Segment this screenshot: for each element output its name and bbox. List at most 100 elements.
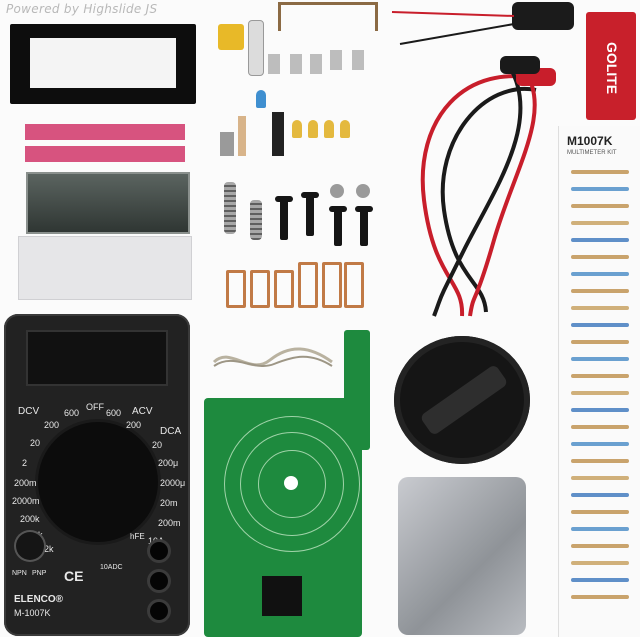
- parts-sheet-resistor: [571, 306, 629, 310]
- parts-sheet-resistor: [571, 442, 629, 446]
- parts-sheet-resistor: [571, 221, 629, 225]
- parts-sheet-resistor: [571, 391, 629, 395]
- range-left-1: 600: [64, 408, 80, 418]
- battery-brand: GOLITE: [604, 42, 620, 95]
- range-left-9: 2k: [44, 544, 54, 554]
- label-10adc: 10ADC: [100, 564, 123, 571]
- brand-label: ELENCO®: [14, 594, 64, 605]
- resistor-vertical: [238, 116, 246, 156]
- circuit-board: [204, 330, 370, 637]
- capacitor-yellow-1: [292, 120, 302, 138]
- parts-sheet-resistor: [571, 493, 629, 497]
- pcb-track-ring-1: [224, 416, 360, 552]
- parts-sheet-resistor: [571, 510, 629, 514]
- diode-part: [220, 132, 234, 156]
- parts-sheet-resistor: [571, 561, 629, 565]
- range-left-7: 200k: [20, 514, 40, 524]
- fuse-clip-3: [310, 54, 322, 74]
- parts-sheet-resistor: [571, 340, 629, 344]
- parts-list-sheet: M1007K MULTIMETER KIT: [558, 126, 640, 637]
- multimeter-case: DCV OFF ACV DCA 600 200 20 2 200m 2000m …: [4, 314, 190, 636]
- pcb-track-ring-2: [240, 432, 344, 536]
- jack-10a: [150, 542, 168, 560]
- brass-contact-1: [226, 270, 246, 308]
- capacitor-blue: [256, 90, 266, 108]
- parts-sheet-resistor: [571, 578, 629, 582]
- parts-sheet-subtitle: MULTIMETER KIT: [567, 150, 617, 156]
- parts-sheet-resistor: [571, 238, 629, 242]
- label-dca: DCA: [160, 426, 182, 437]
- range-right-2: 200: [126, 420, 142, 430]
- spring-2: [250, 200, 262, 240]
- ball-bearing-1: [330, 184, 344, 198]
- knob-grip: [419, 363, 509, 437]
- selector-knob: [394, 336, 530, 464]
- range-right-8: 10A: [148, 536, 165, 546]
- screw-2: [301, 192, 319, 236]
- spring-1: [224, 182, 236, 234]
- range-right-4: 200μ: [158, 458, 179, 468]
- brass-contact-3: [274, 270, 294, 308]
- wire-coil: [212, 347, 333, 367]
- parts-sheet-resistor: [571, 255, 629, 259]
- range-left-6: 2000m: [12, 496, 40, 506]
- parts-sheet-resistor: [571, 476, 629, 480]
- pcb-track-ring-3: [258, 450, 326, 518]
- brass-contact-5: [322, 262, 342, 308]
- range-right-7: 200m: [158, 518, 181, 528]
- rotary-selector: [38, 422, 158, 542]
- capacitor-yellow-3: [324, 120, 334, 138]
- glass-fuse: [248, 20, 264, 76]
- lcd-glass: [26, 172, 190, 234]
- ball-bearing-2: [356, 184, 370, 198]
- parts-sheet-resistor: [571, 459, 629, 463]
- range-left-5: 200m: [14, 478, 37, 488]
- lcd-bezel-opening: [30, 38, 176, 88]
- lcd-bezel: [10, 24, 196, 104]
- label-pnp: PNP: [32, 570, 47, 577]
- transistor-socket: [16, 532, 44, 560]
- capacitor-yellow-2: [308, 120, 318, 138]
- parts-sheet-resistor: [571, 374, 629, 378]
- parts-sheet-title: M1007K: [567, 134, 613, 148]
- meter-display-window: [26, 330, 168, 386]
- pcb-center-hole: [284, 476, 298, 490]
- range-left-2: 200: [44, 420, 60, 430]
- parts-sheet-resistor: [571, 272, 629, 276]
- range-right-6: 20m: [160, 498, 178, 508]
- bracket-wire: [278, 2, 378, 31]
- screw-1: [275, 196, 293, 240]
- zebra-strip-2: [25, 146, 185, 162]
- capacitor-yellow-4: [340, 120, 350, 138]
- battery-clip-wires: [391, 11, 515, 45]
- parts-sheet-resistor: [571, 289, 629, 293]
- brass-contact-4: [298, 262, 318, 308]
- fuse-clip-5: [352, 50, 364, 70]
- range-left-4: 2: [22, 458, 28, 468]
- parts-sheet-resistor: [571, 408, 629, 412]
- fuse-clip-2: [290, 54, 302, 74]
- label-dcv: DCV: [18, 406, 40, 417]
- parts-sheet-resistor: [571, 170, 629, 174]
- brass-contact-6: [344, 262, 364, 308]
- watermark-text: Powered by Highslide JS: [6, 2, 158, 16]
- pcb-contact-strip: [344, 330, 370, 450]
- shield-foil: [398, 477, 526, 635]
- test-leads: [420, 56, 556, 317]
- jack-vohm: [150, 572, 168, 590]
- brass-contact-2: [250, 270, 270, 308]
- parts-sheet-resistor: [571, 323, 629, 327]
- foam-pad: [18, 236, 192, 300]
- fuse-clip-1: [268, 54, 280, 74]
- transistor-black: [272, 112, 284, 156]
- model-label: M-1007K: [14, 608, 51, 618]
- range-left-3: 20: [30, 438, 41, 448]
- label-hfe: hFE: [130, 532, 145, 541]
- parts-sheet-resistor: [571, 425, 629, 429]
- parts-sheet-resistor: [571, 187, 629, 191]
- battery-snap-clip: [512, 2, 574, 30]
- screw-4: [355, 206, 373, 246]
- screw-3: [329, 206, 347, 246]
- parts-sheet-resistor: [571, 527, 629, 531]
